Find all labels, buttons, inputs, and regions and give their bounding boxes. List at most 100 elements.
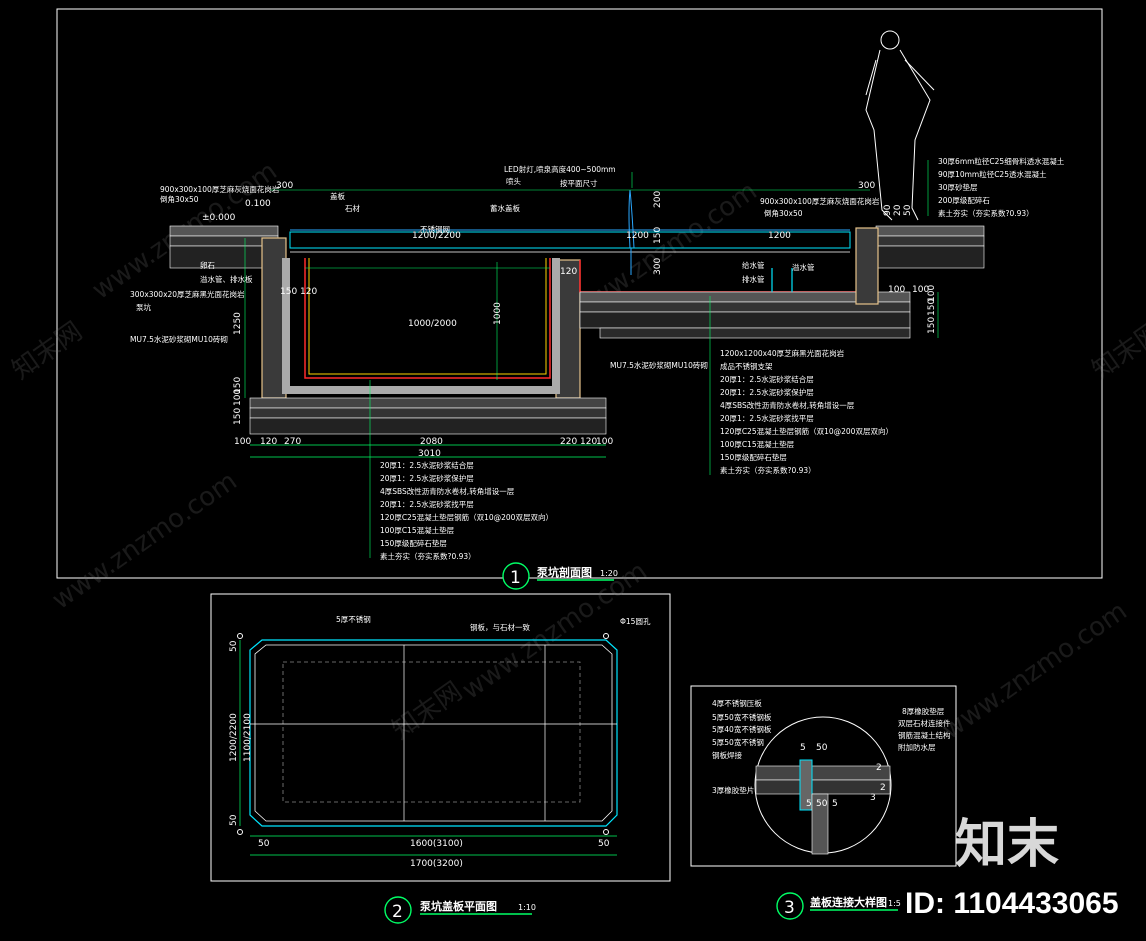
cover-outline [249, 639, 618, 827]
plan-frame [210, 593, 671, 882]
note-top-0: LED射灯,喷泉高度400~500mm [504, 164, 616, 174]
paving-left [169, 225, 279, 237]
detail-note-left-3: 5厚50宽不锈钢 [712, 737, 764, 747]
plan-dim-hinner: 1600(3100) [410, 839, 463, 849]
plan-dim-h50b: 50 [598, 839, 610, 849]
dim-bottom-120a: 120 [260, 437, 277, 447]
tag-left-1: 石材 [345, 203, 360, 213]
hole-icon [603, 633, 609, 639]
note-top-2: 按平面尺寸 [560, 178, 598, 188]
dim-bottom-120b: 120 [580, 437, 597, 447]
tag-left-0: 盖板 [330, 191, 345, 201]
dim-bottom-270: 270 [284, 437, 301, 447]
plan-number: 2 [392, 902, 403, 922]
dim-right-150b: 150 [927, 299, 937, 316]
watermark-site: www.znzmo.com [47, 466, 243, 616]
note-right-lower-6: 120厚C25混凝土垫层钢筋（双10@200双层双向） [720, 426, 893, 436]
plan-dim-htotal: 1700(3200) [410, 859, 463, 869]
dim-pm000: ±0.000 [202, 213, 236, 223]
dim-total: 3010 [418, 449, 441, 459]
note-bottom-6: 150厚级配碎石垫层 [380, 538, 447, 548]
dim-right-150a: 150 [927, 317, 937, 334]
detail-note-left-2: 5厚40宽不锈钢板 [712, 724, 772, 734]
dim-300: 300 [653, 258, 663, 275]
dim-bottom-100b: 100 [596, 437, 613, 447]
dim-inner-width: 1000/2000 [408, 319, 457, 329]
detail-dim-4: 5 [806, 799, 812, 809]
section-number: 1 [510, 568, 521, 588]
detail-dim-2: 2 [876, 763, 882, 773]
note-bottom-4: 120厚C25混凝土垫层钢筋（双10@200双层双向） [380, 512, 553, 522]
dim-right-100: 100 [927, 285, 937, 302]
dim-150: 150 [653, 227, 663, 244]
base-concrete [249, 407, 607, 419]
detail-wall [811, 793, 829, 855]
human-figure [865, 30, 935, 221]
detail-concrete [755, 779, 891, 795]
note-right-lower-4: 4厚SBS改性沥青防水卷材,转角增设一层 [720, 400, 855, 410]
plan-dim-h50a: 50 [258, 839, 270, 849]
detail-note-right-3: 附加防水层 [898, 742, 936, 752]
note-bottom-2: 4厚SBS改性沥青防水卷材,转角增设一层 [380, 486, 515, 496]
note-right-lower-head: MU7.5水泥砂浆砌MU10砖砌 [610, 360, 708, 370]
dim-bottom-2080: 2080 [420, 437, 443, 447]
tag-pipe-0: 给水管 [742, 260, 765, 270]
id-label: ID: 1104433065 [905, 887, 1119, 920]
detail-note-left-4: 钢板焊接 [712, 750, 742, 760]
plan-scale: 1:10 [518, 903, 536, 912]
detail-note-right-2: 钢筋混凝土结构 [898, 730, 951, 740]
watermark-cn: 知末网 [1087, 316, 1146, 385]
dim-top-right-300: 300 [858, 181, 875, 191]
plan-note-a: 5厚不锈钢 [336, 614, 371, 624]
hole-icon [237, 633, 243, 639]
detail-dim-3: 3 [870, 793, 876, 803]
dim-100-b: 100 [912, 285, 929, 295]
watermark-cn: 知末网 [7, 316, 88, 385]
detail-note-left-5: 3厚橡胶垫片 [712, 785, 754, 795]
note-right-1: 90厚10mm粒径C25透水混凝土 [938, 169, 1047, 179]
note-bottom-5: 100厚C15混凝土垫层 [380, 525, 455, 535]
dim-left-100: 100 [233, 389, 243, 406]
dim-90: 90 [883, 204, 893, 216]
hole-icon [603, 829, 609, 835]
protection-line [308, 258, 547, 375]
detail-dim-7: 2 [880, 783, 886, 793]
tag-right-a: 900x300x100厚芝麻灰烧面花岗岩 [760, 196, 880, 206]
right-edge-wall [855, 227, 879, 305]
detail-number-circle [776, 892, 804, 920]
cover-inner-outline [254, 644, 613, 822]
note-right-3: 200厚级配碎石 [938, 195, 990, 205]
dim-left-150a: 150 [233, 408, 243, 425]
detail-scale: 1:5 [888, 899, 901, 908]
cover-hidden-frame [282, 661, 581, 803]
dim-200: 200 [653, 191, 663, 208]
plan-dim-v50b: 50 [229, 814, 239, 826]
concrete-shell [282, 258, 560, 394]
detail-note-left-1: 5厚50宽不锈钢板 [712, 712, 772, 722]
plan-number-circle [384, 896, 412, 924]
base-slab [249, 397, 607, 409]
note-top-1: 喷头 [506, 176, 521, 186]
tag-left-4: 泵坑 [136, 302, 151, 312]
tag-top-b: 不锈钢网 [420, 224, 450, 234]
plan-dim-v50a: 50 [229, 640, 239, 652]
detail-note-right-1: 双层石材连接件 [898, 718, 951, 728]
gravel-right [875, 245, 985, 269]
detail-number: 3 [784, 898, 795, 918]
note-right-lower-3: 20厚1：2.5水泥砂浆保护层 [720, 387, 814, 397]
plan-dim-vmid: 1200/2200 [229, 713, 239, 762]
plan-note-b: 钢板，与石材一致 [470, 622, 530, 632]
detail-dim-6: 5 [832, 799, 838, 809]
note-left-2: 300x300x20厚芝麻黑光面花岗岩 [130, 289, 245, 299]
dim-20: 20 [893, 204, 903, 216]
dim-bottom-220: 220 [560, 437, 577, 447]
detail-bracket [799, 759, 813, 811]
grate-cover [289, 231, 851, 249]
section-title: 泵坑剖面图 [537, 565, 592, 579]
dim-span-left: 1200/2200 [412, 231, 461, 241]
dim-left-150b: 150 [233, 377, 243, 394]
note-right-lower-1: 成品不锈钢支架 [720, 361, 773, 371]
note-right-4: 素土夯实（夯实系数?0.93） [938, 208, 1034, 218]
detail-dim-1: 50 [816, 743, 828, 753]
